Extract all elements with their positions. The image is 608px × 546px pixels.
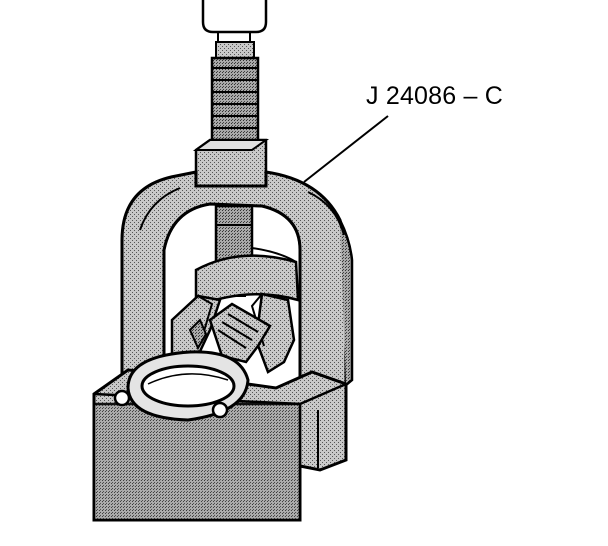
big-end-ring: [113, 350, 250, 422]
press-ram: [201, 0, 268, 61]
threaded-screw: [210, 56, 260, 148]
tool-part-number-label: J 24086 – C: [366, 82, 504, 110]
callout-leader-line: [303, 115, 389, 183]
top-nut-block: [192, 138, 270, 188]
base-block: [92, 368, 348, 522]
piston-crown: [194, 247, 300, 308]
